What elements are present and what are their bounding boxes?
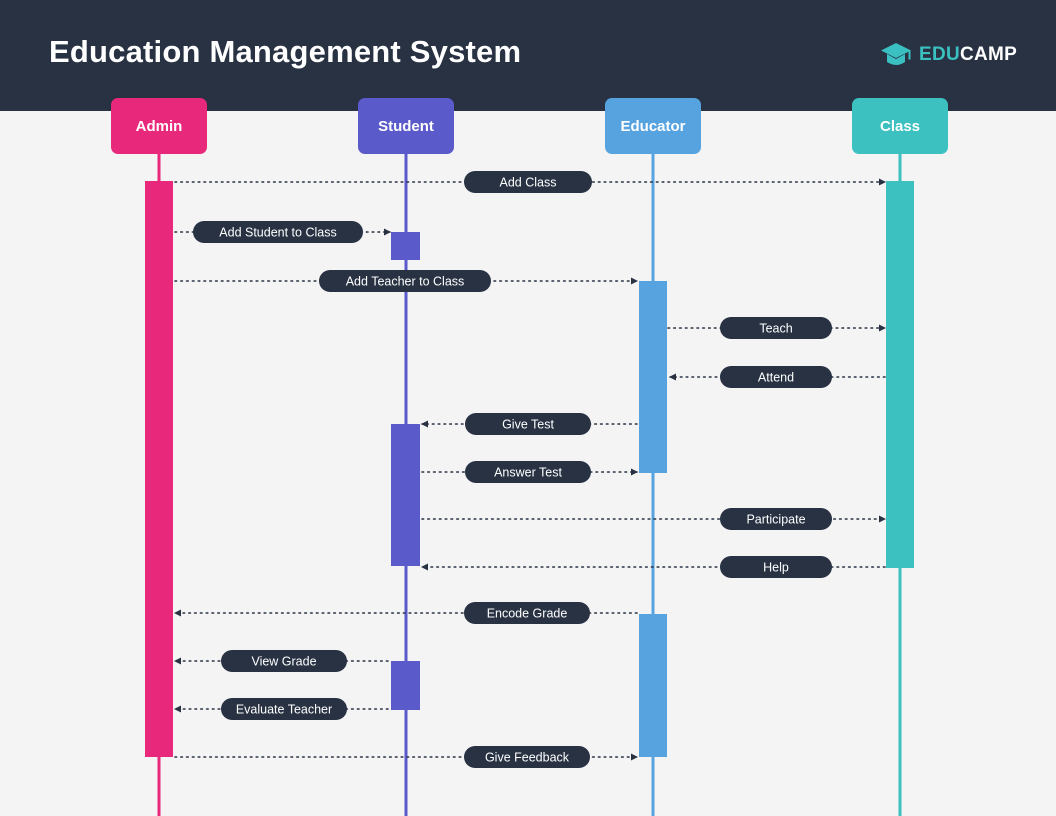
- message-0: Add Class: [174, 171, 886, 193]
- message-12: Give Feedback: [174, 746, 638, 768]
- brand-name: EDUCAMP: [919, 44, 1017, 66]
- actor-box-class: [852, 98, 948, 154]
- message-pill: [221, 650, 347, 672]
- actor-box-student: [358, 98, 454, 154]
- activation-bar-educator: [639, 614, 667, 757]
- message-pill: [465, 461, 591, 483]
- header-bar: Education Management System EDUCAMP: [0, 0, 1056, 111]
- activation-bar-student: [391, 232, 420, 260]
- brand-logo: EDUCAMP: [880, 40, 1017, 70]
- message-pill: [221, 698, 347, 720]
- message-label: Attend: [758, 371, 794, 385]
- message-pill: [465, 413, 591, 435]
- message-2: Add Teacher to Class: [174, 270, 638, 292]
- message-label: Teach: [759, 322, 792, 336]
- message-label: Add Teacher to Class: [346, 275, 465, 289]
- brand-name-part1: EDU: [919, 44, 961, 65]
- activation-bar-class: [886, 181, 914, 568]
- message-label: Participate: [746, 513, 805, 527]
- message-label: Help: [763, 561, 789, 575]
- actor-student: Student: [358, 98, 454, 154]
- activation-bar-educator: [639, 281, 667, 473]
- actor-label-educator: Educator: [620, 118, 685, 135]
- activation-bar-admin: [145, 181, 173, 757]
- brand-name-part2: CAMP: [960, 44, 1018, 65]
- message-label: Add Class: [500, 176, 557, 190]
- message-9: Encode Grade: [174, 602, 638, 624]
- actor-class: Class: [852, 98, 948, 154]
- message-label: Give Feedback: [485, 751, 570, 765]
- actor-label-student: Student: [378, 118, 434, 135]
- actor-educator: Educator: [605, 98, 701, 154]
- message-pill: [319, 270, 491, 292]
- message-8: Help: [421, 556, 886, 578]
- message-label: Encode Grade: [487, 607, 568, 621]
- activation-bar-student: [391, 424, 420, 566]
- message-pill: [464, 746, 590, 768]
- message-10: View Grade: [174, 650, 389, 672]
- message-label: View Grade: [251, 655, 316, 669]
- actor-box-admin: [111, 98, 207, 154]
- actor-box-educator: [605, 98, 701, 154]
- message-pill: [720, 366, 832, 388]
- page-title: Education Management System: [49, 34, 522, 69]
- actor-label-class: Class: [880, 118, 920, 135]
- message-pill: [464, 602, 590, 624]
- actor-admin: Admin: [111, 98, 207, 154]
- message-6: Answer Test: [421, 461, 638, 483]
- message-pill: [464, 171, 592, 193]
- message-label: Evaluate Teacher: [236, 703, 332, 717]
- message-4: Attend: [669, 366, 886, 388]
- actor-label-admin: Admin: [136, 118, 183, 135]
- graduation-cap-icon: [881, 43, 911, 65]
- message-5: Give Test: [421, 413, 638, 435]
- message-pill: [193, 221, 363, 243]
- message-pill: [720, 556, 832, 578]
- message-11: Evaluate Teacher: [174, 698, 389, 720]
- message-1: Add Student to Class: [174, 221, 391, 243]
- message-pill: [720, 508, 832, 530]
- activation-bar-student: [391, 661, 420, 710]
- message-pill: [720, 317, 832, 339]
- message-label: Answer Test: [494, 466, 562, 480]
- message-7: Participate: [421, 508, 886, 530]
- message-label: Give Test: [502, 418, 554, 432]
- message-label: Add Student to Class: [219, 226, 336, 240]
- message-3: Teach: [667, 317, 886, 339]
